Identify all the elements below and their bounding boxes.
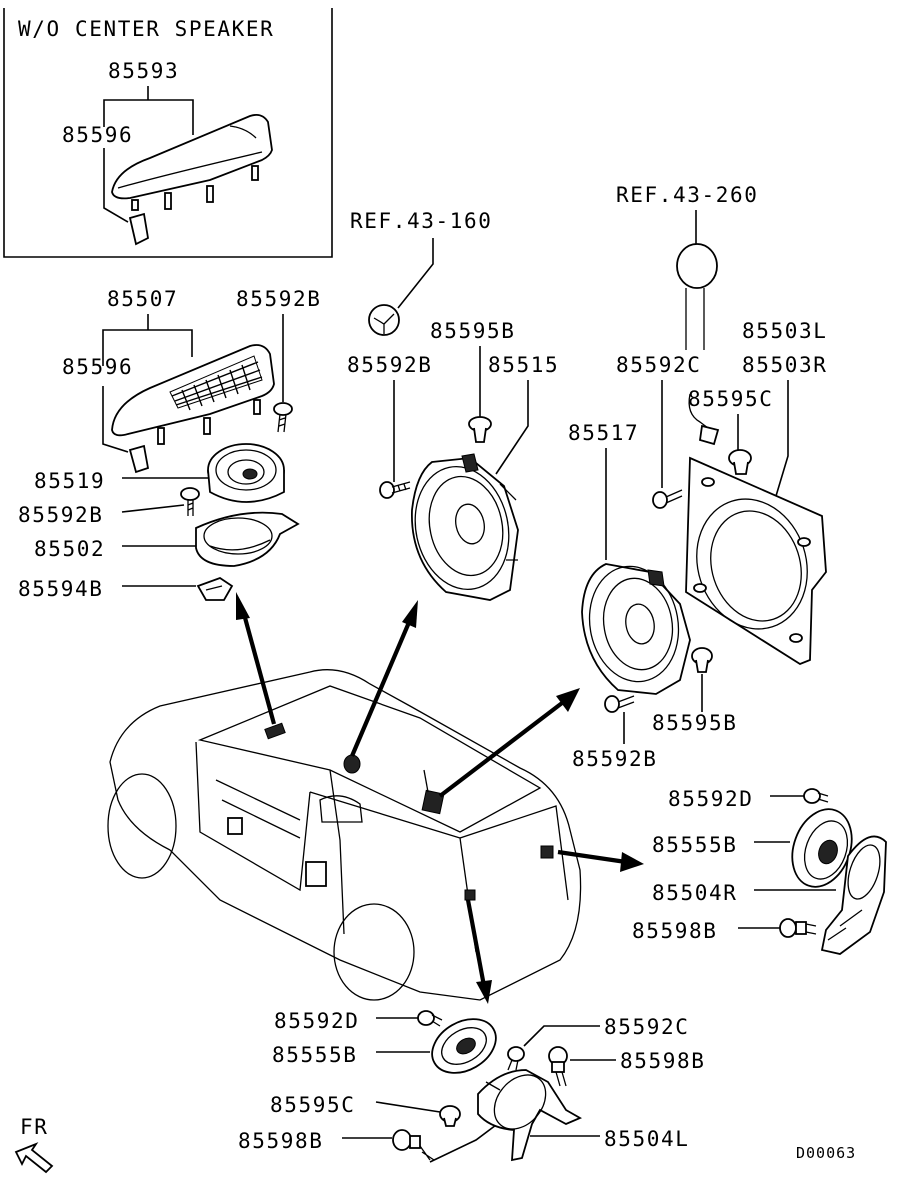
clip-part [691, 647, 713, 673]
grommet-part [676, 243, 718, 350]
wire-connector-part [688, 393, 720, 446]
connector-part [368, 304, 400, 336]
clip-part [439, 1105, 461, 1127]
tweeter-part [207, 443, 285, 503]
inset-cover-part [111, 113, 273, 246]
label-85504L: 85504L [604, 1127, 689, 1151]
subwoofer-r-group: 85592D 85555B 85504R 85598B [632, 787, 887, 955]
bolt-part [779, 918, 817, 938]
label-85502: 85502 [34, 537, 105, 561]
label-85595B-center: 85595B [430, 319, 515, 343]
vehicle-outline [107, 669, 582, 1001]
screw-part [652, 489, 683, 509]
label-85592C-rear: 85592C [616, 353, 701, 377]
center-speaker-part [411, 453, 519, 601]
rear-speaker-part [581, 563, 691, 695]
bracket-r-part [820, 835, 887, 955]
label-85596-inset: 85596 [62, 123, 133, 147]
screw-part [803, 788, 829, 804]
front-tweeter-group: 85507 85596 85592B 85519 [18, 287, 321, 601]
inset-title: W/O CENTER SPEAKER [18, 17, 274, 41]
label-85593: 85593 [108, 59, 179, 83]
rear-speaker-group: REF.43-260 85503L 85503R 85592C 85595C [568, 183, 827, 771]
label-85592C-l: 85592C [604, 1015, 689, 1039]
rear-panel-part [685, 456, 827, 666]
label-85555B-r: 85555B [652, 833, 737, 857]
tweeter-bracket-part [195, 511, 300, 567]
screw-part [507, 1046, 525, 1071]
label-85555B-l: 85555B [272, 1043, 357, 1067]
label-85592B-tweeter: 85592B [18, 503, 103, 527]
arrow-to-tweeter [241, 613, 277, 725]
label-85598B-l-a: 85598B [238, 1129, 323, 1153]
label-85515: 85515 [488, 353, 559, 377]
label-ref-43-160: REF.43-160 [350, 209, 492, 233]
screw-part [604, 695, 635, 713]
label-85517: 85517 [568, 421, 639, 445]
arrow-to-rear-speaker [438, 698, 568, 798]
drawing-code: D00063 [796, 1144, 856, 1162]
bolt-part [548, 1046, 568, 1087]
bolt-part [392, 1129, 435, 1161]
label-85519: 85519 [34, 469, 105, 493]
label-85503R: 85503R [742, 353, 827, 377]
leader-85596-front [102, 386, 129, 453]
arrow-to-subwoofer-l [465, 899, 487, 987]
center-speaker-group: REF.43-160 85595B 85592B 85515 [347, 209, 559, 601]
label-85595C-rear: 85595C [688, 387, 773, 411]
inset-panel: W/O CENTER SPEAKER 85593 85596 [3, 8, 333, 258]
inset-border [3, 8, 333, 258]
clip-part [728, 449, 752, 475]
screw-part [417, 1010, 443, 1027]
label-85598B-r: 85598B [632, 919, 717, 943]
speaker-grille-part [111, 344, 275, 474]
front-arrow-icon [14, 1142, 54, 1174]
screw-part [273, 402, 293, 433]
label-85598B-l-b: 85598B [620, 1049, 705, 1073]
label-85592D-l: 85592D [274, 1009, 359, 1033]
subwoofer-l-group: 85592D 85555B 85595C 85598B 85592C [238, 1009, 705, 1163]
label-85592B-rear: 85592B [572, 747, 657, 771]
label-85592B-center: 85592B [347, 353, 432, 377]
label-85507: 85507 [107, 287, 178, 311]
location-arrows [236, 592, 644, 1004]
label-ref-43-260: REF.43-260 [616, 183, 758, 207]
label-85595B-rear: 85595B [652, 711, 737, 735]
label-85592B-tweeter-top: 85592B [236, 287, 321, 311]
bracket-l-part [477, 1069, 583, 1162]
label-85504R: 85504R [652, 881, 737, 905]
arrow-to-center [350, 619, 412, 757]
arrow-to-subwoofer-r [557, 849, 627, 865]
label-85595C-l: 85595C [270, 1093, 355, 1117]
label-85503L: 85503L [742, 319, 827, 343]
tweeter-clip-part [196, 576, 234, 601]
screw-part [379, 481, 411, 499]
clip-part [468, 416, 492, 443]
subwoofer-l-part [431, 1018, 497, 1074]
front-indicator: FR [14, 1115, 54, 1174]
screw-part [180, 487, 200, 516]
label-85596-front: 85596 [62, 355, 133, 379]
fr-label: FR [20, 1115, 49, 1139]
leader-85596-inset [103, 148, 129, 223]
label-85594B: 85594B [18, 577, 103, 601]
label-85592D-r: 85592D [668, 787, 753, 811]
